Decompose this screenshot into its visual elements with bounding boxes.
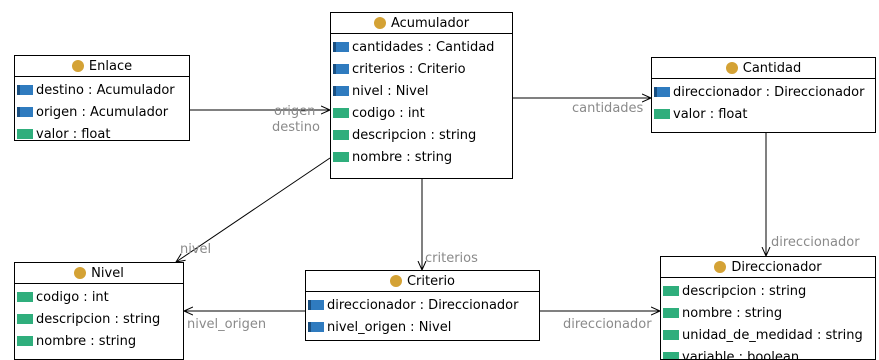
class-icon: [74, 267, 87, 279]
attribute-row[interactable]: codigo : int: [15, 286, 183, 308]
attribute-row[interactable]: nombre : string: [15, 330, 183, 352]
primitive-attribute-icon: [333, 130, 349, 140]
class-cantidad[interactable]: Cantidad direccionador : Direccionador v…: [651, 57, 876, 133]
association-label-cantidades: cantidades: [572, 101, 644, 116]
association-label-origen: origen: [274, 104, 316, 119]
attribute-label: descripcion : string: [682, 283, 807, 299]
attribute-row[interactable]: cantidades : Cantidad: [331, 36, 512, 58]
class-header: Nivel: [15, 263, 183, 284]
class-name: Nivel: [91, 265, 124, 281]
attribute-label: criterios : Criterio: [352, 61, 466, 77]
class-icon: [389, 275, 402, 287]
attribute-row[interactable]: criterios : Criterio: [331, 58, 512, 80]
attribute-label: direccionador : Direccionador: [673, 84, 865, 100]
primitive-attribute-icon: [17, 129, 33, 139]
attribute-label: valor : float: [673, 106, 748, 122]
reference-attribute-icon: [308, 322, 324, 332]
class-name: Acumulador: [390, 15, 470, 31]
attribute-row[interactable]: codigo : int: [331, 102, 512, 124]
class-enlace[interactable]: Enlace destino : Acumulador origen : Acu…: [14, 55, 190, 141]
link-acumulador-nivel: [176, 157, 331, 262]
attribute-row[interactable]: nivel_origen : Nivel: [306, 316, 539, 338]
reference-attribute-icon: [333, 42, 349, 52]
attribute-label: nombre : string: [682, 305, 783, 321]
class-header: Acumulador: [331, 13, 512, 34]
primitive-attribute-icon: [17, 314, 33, 324]
primitive-attribute-icon: [663, 286, 679, 296]
class-header: Direccionador: [661, 257, 875, 278]
attribute-label: nombre : string: [36, 333, 137, 349]
association-label-destino: destino: [272, 120, 320, 135]
attribute-label: descripcion : string: [36, 311, 161, 327]
attribute-row[interactable]: direccionador : Direccionador: [652, 81, 875, 103]
attribute-row[interactable]: descripcion : string: [15, 308, 183, 330]
reference-attribute-icon: [333, 86, 349, 96]
attribute-label: destino : Acumulador: [36, 82, 175, 98]
attribute-label: codigo : int: [352, 105, 425, 121]
association-label-nivel-origen: nivel_origen: [187, 317, 267, 332]
primitive-attribute-icon: [654, 109, 670, 119]
attribute-row[interactable]: nombre : string: [331, 146, 512, 168]
attribute-label: variable : boolean: [682, 349, 800, 360]
class-name: Cantidad: [742, 60, 802, 76]
attribute-label: valor : float: [36, 126, 111, 141]
attribute-row[interactable]: variable : boolean: [661, 346, 875, 360]
reference-attribute-icon: [17, 107, 33, 117]
association-label-criterios: criterios: [425, 251, 478, 266]
attribute-row[interactable]: unidad_de_medidad : string: [661, 324, 875, 346]
reference-attribute-icon: [333, 64, 349, 74]
attribute-label: nivel : Nivel: [352, 83, 429, 99]
class-name: Enlace: [88, 58, 133, 74]
attribute-row[interactable]: direccionador : Direccionador: [306, 294, 539, 316]
association-label-direccionador-cantidad: direccionador: [771, 235, 860, 250]
attribute-row[interactable]: descripcion : string: [331, 124, 512, 146]
attribute-label: codigo : int: [36, 289, 109, 305]
class-acumulador[interactable]: Acumulador cantidades : Cantidad criteri…: [330, 12, 513, 179]
attribute-row[interactable]: valor : float: [15, 123, 189, 141]
attribute-row[interactable]: origen : Acumulador: [15, 101, 189, 123]
reference-attribute-icon: [654, 87, 670, 97]
primitive-attribute-icon: [663, 330, 679, 340]
attribute-row[interactable]: nombre : string: [661, 302, 875, 324]
class-nivel[interactable]: Nivel codigo : int descripcion : string …: [14, 262, 184, 360]
primitive-attribute-icon: [663, 308, 679, 318]
primitive-attribute-icon: [333, 108, 349, 118]
class-icon: [725, 62, 738, 74]
class-icon: [71, 60, 84, 72]
attribute-label: descripcion : string: [352, 127, 477, 143]
attribute-row[interactable]: destino : Acumulador: [15, 79, 189, 101]
reference-attribute-icon: [17, 85, 33, 95]
class-header: Cantidad: [652, 58, 875, 79]
attribute-label: origen : Acumulador: [36, 104, 169, 120]
attribute-row[interactable]: valor : float: [652, 103, 875, 125]
class-header: Enlace: [15, 56, 189, 77]
attribute-label: cantidades : Cantidad: [352, 39, 495, 55]
attribute-row[interactable]: nivel : Nivel: [331, 80, 512, 102]
class-name: Criterio: [406, 273, 456, 289]
class-icon: [373, 17, 386, 29]
attribute-label: unidad_de_medidad : string: [682, 327, 863, 343]
class-criterio[interactable]: Criterio direccionador : Direccionador n…: [305, 270, 540, 341]
association-label-direccionador-criterio: direccionador: [563, 317, 652, 332]
attribute-label: direccionador : Direccionador: [327, 297, 519, 313]
primitive-attribute-icon: [17, 336, 33, 346]
class-header: Criterio: [306, 271, 539, 292]
attribute-label: nivel_origen : Nivel: [327, 319, 452, 335]
reference-attribute-icon: [308, 300, 324, 310]
attribute-row[interactable]: descripcion : string: [661, 280, 875, 302]
primitive-attribute-icon: [663, 352, 679, 359]
attribute-label: nombre : string: [352, 149, 453, 165]
primitive-attribute-icon: [333, 152, 349, 162]
class-icon: [714, 261, 727, 273]
class-name: Direccionador: [731, 259, 822, 275]
association-label-nivel: nivel: [180, 242, 212, 257]
class-direccionador[interactable]: Direccionador descripcion : string nombr…: [660, 256, 876, 360]
primitive-attribute-icon: [17, 292, 33, 302]
